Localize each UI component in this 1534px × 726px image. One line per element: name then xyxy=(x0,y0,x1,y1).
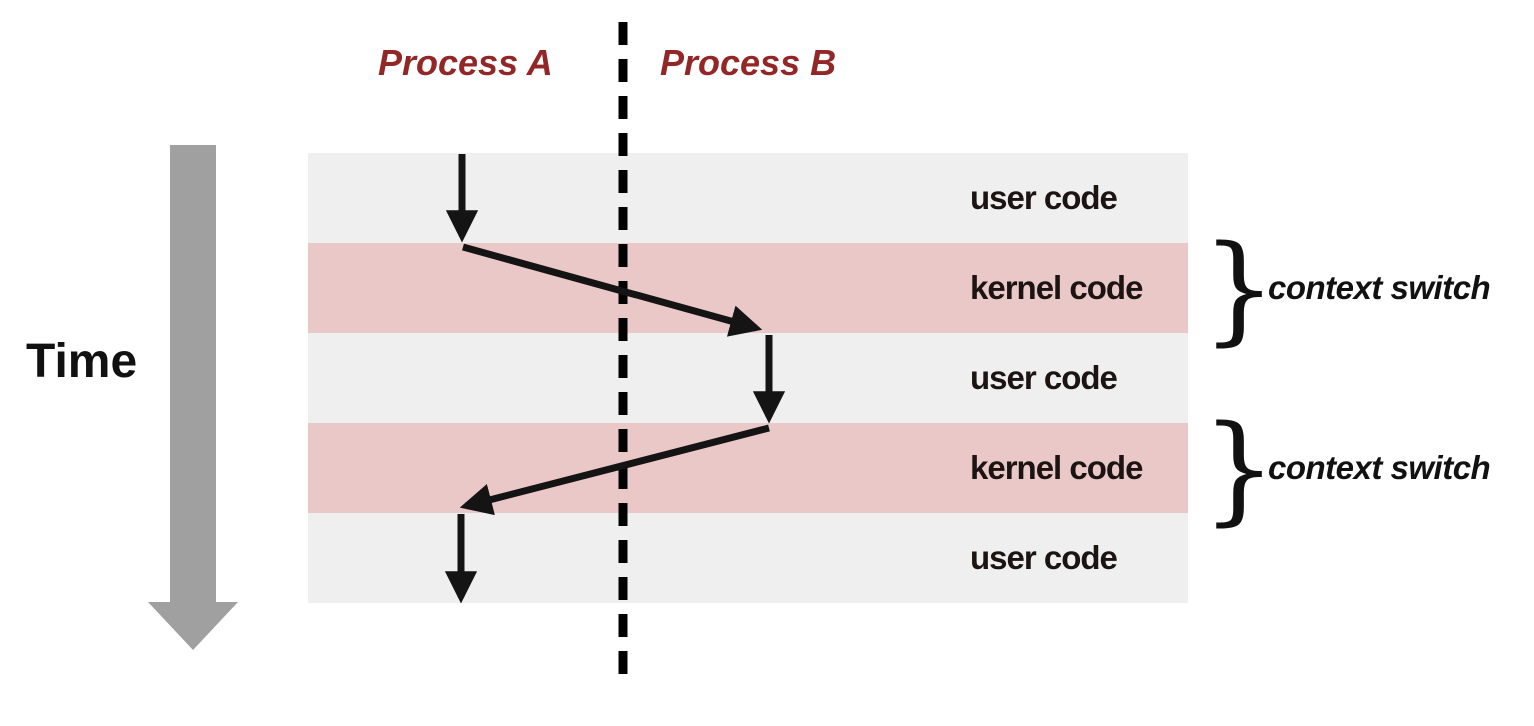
context-switch-label-2: context switch xyxy=(1268,449,1491,486)
band-label: kernel code xyxy=(970,449,1143,486)
band-kernel-code-1: kernel code xyxy=(308,243,1188,333)
context-switch-label-1: context switch xyxy=(1268,269,1491,306)
process-b-label: Process B xyxy=(660,42,837,83)
band-label: user code xyxy=(970,359,1118,396)
context-switch-brace-2: } xyxy=(1201,399,1277,537)
time-arrow xyxy=(148,145,238,650)
band-user-code-2: user code xyxy=(308,333,1188,423)
band-user-code-1: user code xyxy=(308,153,1188,243)
band-label: kernel code xyxy=(970,269,1143,306)
process-a-label: Process A xyxy=(378,42,553,83)
timeline-bands: user code kernel code user code kernel c… xyxy=(308,153,1188,603)
time-label: Time xyxy=(26,335,138,388)
context-switch-brace-1: } xyxy=(1201,219,1277,357)
band-label: user code xyxy=(970,539,1118,576)
band-label: user code xyxy=(970,179,1118,216)
band-kernel-code-2: kernel code xyxy=(308,423,1188,513)
band-user-code-3: user code xyxy=(308,513,1188,603)
